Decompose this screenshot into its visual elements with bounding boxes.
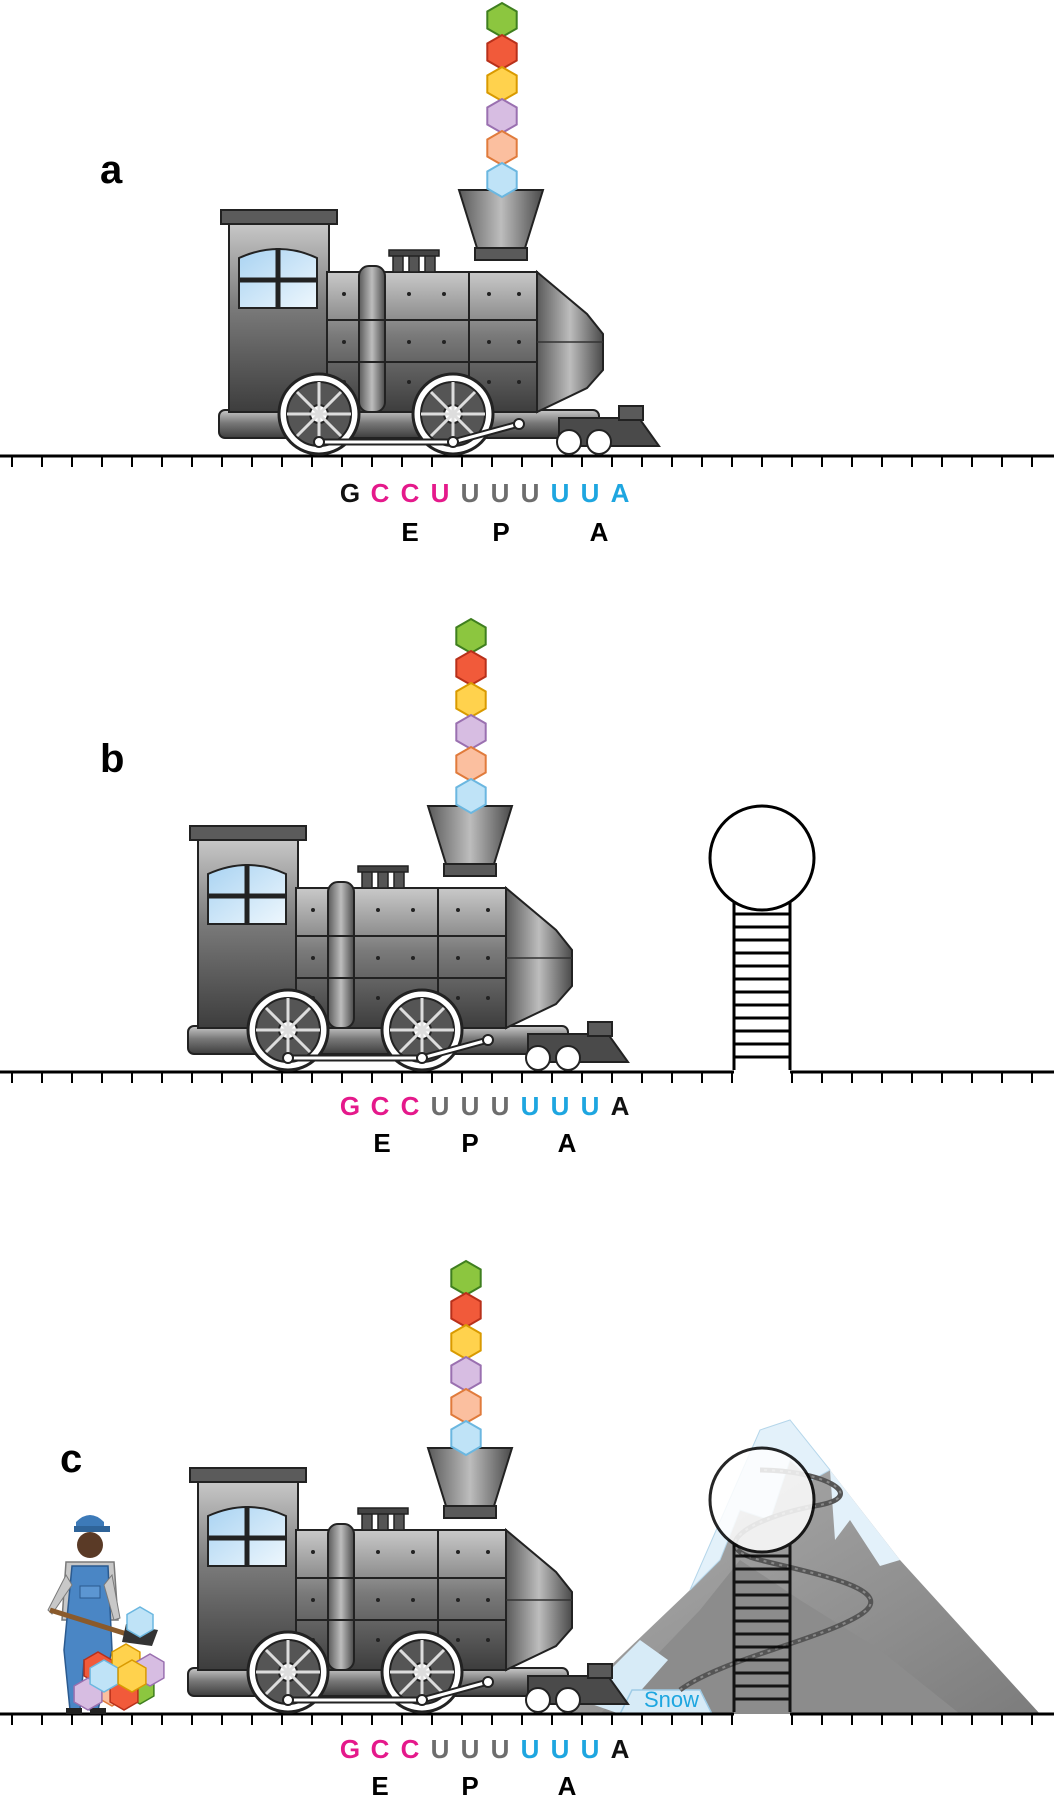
site-label-e: E [373, 1128, 390, 1158]
amino-acid-pile [73, 1643, 165, 1711]
site-label-p: P [461, 1771, 478, 1800]
yellow-hexagon-icon [455, 681, 487, 719]
codon-letter: U [551, 1091, 570, 1121]
site-label-a: A [558, 1128, 577, 1158]
peach-hexagon-icon [455, 745, 487, 783]
panel-a-label: a [100, 148, 123, 192]
codon-letter: U [521, 1091, 540, 1121]
lilac-hexagon-icon [450, 1355, 482, 1393]
peptide-chain [455, 617, 487, 815]
site-label-p: P [492, 517, 509, 547]
codon-letter: C [401, 1734, 420, 1764]
codon-letter: U [551, 1734, 570, 1764]
green-hexagon-icon [486, 1, 518, 39]
peptide-chain [486, 1, 518, 199]
panel-b-label: b [100, 737, 124, 781]
codon-letter: A [611, 1734, 630, 1764]
site-label-e: E [371, 1771, 388, 1800]
codon-letter: U [461, 478, 480, 508]
peach-hexagon-icon [450, 1387, 482, 1425]
peptide-chain [450, 1259, 482, 1457]
codon-letter: U [461, 1091, 480, 1121]
codon-letter: C [371, 478, 390, 508]
codon-letter: C [371, 1091, 390, 1121]
codon-letter: U [581, 1734, 600, 1764]
codon-letter: U [491, 1091, 510, 1121]
green-hexagon-icon [450, 1259, 482, 1297]
red-hexagon-icon [450, 1291, 482, 1329]
codon-letter: G [340, 1091, 360, 1121]
shovel-amino-acid [126, 1606, 154, 1638]
codon-letter: A [611, 478, 630, 508]
codon-letter: U [581, 1091, 600, 1121]
green-hexagon-icon [455, 617, 487, 655]
codon-letter: U [431, 478, 450, 508]
lightblue-hexagon-icon [126, 1606, 154, 1638]
lightblue-hexagon-icon [486, 161, 518, 199]
locomotive-ribosome [219, 190, 659, 454]
peach-hexagon-icon [486, 129, 518, 167]
red-hexagon-icon [455, 649, 487, 687]
site-label-a: A [558, 1771, 577, 1800]
mrna-track [0, 454, 1054, 467]
codon-letter: G [340, 1734, 360, 1764]
codon-letter: U [581, 478, 600, 508]
panel-c: c Snow [0, 1259, 1054, 1800]
codon-letter: G [340, 478, 360, 508]
codon-letter: U [491, 1734, 510, 1764]
codon-letter: U [461, 1734, 480, 1764]
locomotive-ribosome [188, 1448, 628, 1712]
lightblue-hexagon-icon [89, 1659, 119, 1693]
codon-letter: U [551, 478, 570, 508]
mrna-track [0, 1070, 1054, 1083]
codon-letter: U [431, 1734, 450, 1764]
red-hexagon-icon [486, 33, 518, 71]
site-label-e: E [401, 517, 418, 547]
site-label-a: A [590, 517, 609, 547]
lilac-hexagon-icon [486, 97, 518, 135]
lightblue-hexagon-icon [455, 777, 487, 815]
codon-letter: C [371, 1734, 390, 1764]
codon-letter: C [401, 478, 420, 508]
site-label-p: P [461, 1128, 478, 1158]
hairpin-structure [708, 804, 816, 1072]
lightblue-hexagon-icon [450, 1419, 482, 1457]
codon-letter: U [521, 1734, 540, 1764]
codon-letter: C [401, 1091, 420, 1121]
lilac-hexagon-icon [455, 713, 487, 751]
codon-letter: U [431, 1091, 450, 1121]
codon-letter: U [521, 478, 540, 508]
mrna-track [0, 1712, 1054, 1725]
codon-letter: U [491, 478, 510, 508]
panel-c-label: c [60, 1437, 82, 1481]
snow-label: Snow [644, 1687, 699, 1712]
yellow-hexagon-icon [450, 1323, 482, 1361]
yellow-hexagon-icon [117, 1659, 147, 1693]
locomotive-ribosome [188, 806, 628, 1070]
codon-letter: A [611, 1091, 630, 1121]
yellow-hexagon-icon [486, 65, 518, 103]
